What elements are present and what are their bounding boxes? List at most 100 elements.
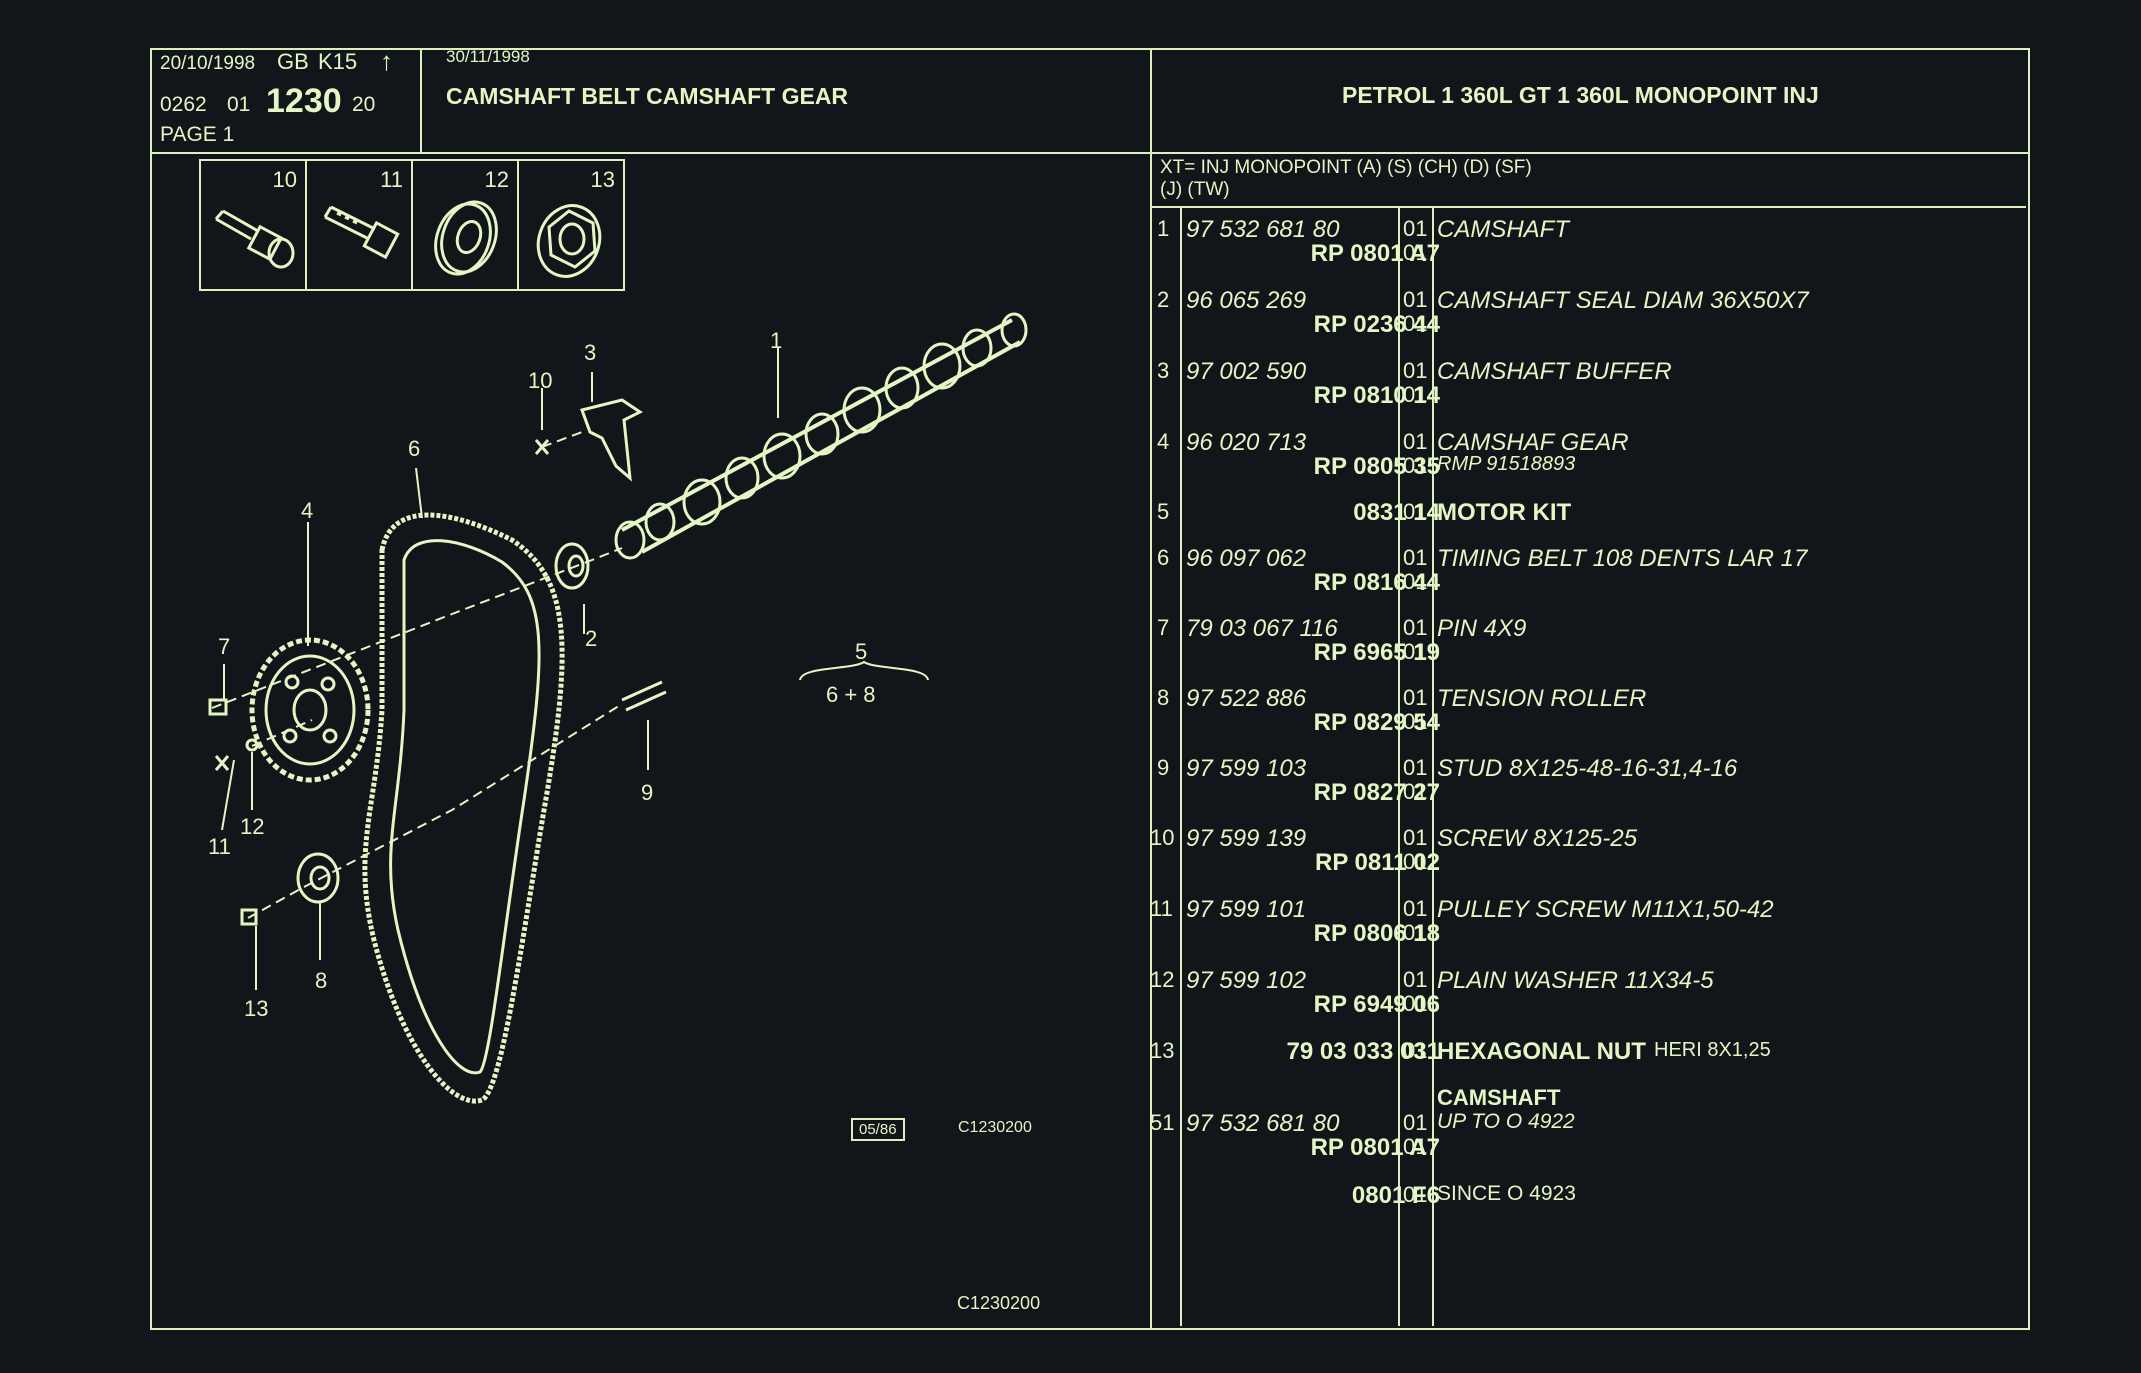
row-quantity-2: 01: [1403, 311, 1428, 336]
row-index: 2: [1157, 287, 1170, 312]
callout-leaders: [221, 348, 779, 990]
row-index: 13: [1150, 1038, 1175, 1063]
row-quantity: 01: [1403, 1038, 1428, 1063]
row-quantity-2: 01: [1403, 569, 1428, 594]
row-index: 6: [1157, 545, 1170, 570]
row-reference: 96 097 062: [1186, 545, 1307, 572]
parts-row: 10 97 599 139 RP 0811 02 01 01 SCREW 8X1…: [1150, 823, 2020, 891]
camshaft-seal-drawing: [554, 542, 590, 590]
header-left-divider: [420, 48, 422, 154]
row-quantity-2: 01: [1403, 639, 1428, 664]
row-rp-code: RP 0236 44: [1313, 311, 1440, 338]
row-description: TENSION ROLLER: [1437, 685, 1647, 712]
parts-row: 12 97 599 102 RP 6949 06 01 01 PLAIN WAS…: [1150, 965, 2020, 1033]
parts-row: 6 96 097 062 RP 0816 44 01 01 TIMING BEL…: [1150, 543, 2020, 611]
row-rp-code: RP 0816 44: [1313, 569, 1440, 596]
row-rp-code: RP 6949 06: [1313, 991, 1440, 1018]
row-description: UP TO O 4922: [1437, 1110, 1575, 1133]
row-quantity: 01: [1403, 685, 1428, 710]
up-arrow-icon: ↑: [380, 46, 393, 76]
row-quantity: 01: [1403, 216, 1428, 241]
parts-row: 11 97 599 101 RP 0806 18 01 01 PULLEY SC…: [1150, 894, 2020, 962]
row-description: PIN 4X9: [1437, 615, 1527, 642]
row-reference: 96 065 269: [1186, 287, 1307, 314]
tension-roller-drawing: [296, 852, 340, 904]
group-brace: [799, 660, 929, 681]
parts-row: 0801 F6 01 SINCE O 4923: [1150, 1180, 2020, 1248]
callout-6: 6: [408, 436, 421, 461]
callout-12: 12: [240, 814, 265, 839]
header-divider: [150, 152, 2028, 154]
parts-col2-divider: [1398, 206, 1400, 1326]
thumbnail-number: 11: [380, 167, 403, 192]
header-ref-c: 20: [352, 93, 376, 116]
row-description: HEXAGONAL NUT: [1437, 1038, 1646, 1065]
parts-col1-divider: [1180, 206, 1182, 1326]
row-description-2: RMP 91518893: [1437, 453, 1576, 475]
washer-icon: [434, 200, 498, 276]
screw-icon: [323, 205, 400, 260]
row-reference: 96 020 713: [1186, 429, 1307, 456]
washer-drawing: [245, 738, 259, 752]
thumbnail-number: 12: [484, 167, 509, 192]
row-reference: 97 002 590: [1186, 358, 1307, 385]
xt-note-line-2: (J) (TW): [1160, 179, 1230, 200]
row-description: SINCE O 4923: [1437, 1182, 1576, 1205]
row-quantity: 01: [1403, 545, 1428, 570]
header-code: K15: [318, 49, 358, 74]
row-index: 9: [1157, 755, 1170, 780]
row-reference: 79 03 067 116: [1186, 615, 1338, 642]
row-index: 1: [1157, 216, 1170, 241]
row-quantity: 01: [1403, 358, 1428, 383]
row-rp-code: RP 0801 A7: [1310, 1134, 1440, 1161]
parts-row: 2 96 065 269 RP 0236 44 01 01 CAMSHAFT S…: [1150, 285, 2020, 353]
row-description: STUD 8X125-48-16-31,4-16: [1437, 755, 1738, 782]
row-index: 11: [1150, 896, 1173, 921]
header-page: PAGE 1: [160, 123, 235, 146]
row-index: 4: [1157, 429, 1170, 454]
thumbnail-13: 13: [519, 161, 623, 289]
assembly-axis-lines: [211, 431, 623, 919]
row-description: SCREW 8X125-25: [1437, 825, 1638, 852]
row-rp-code: RP 0827 27: [1313, 779, 1440, 806]
parts-row: 51 97 532 681 80 RP 0801 A7 01 01 UP TO …: [1150, 1108, 2020, 1176]
row-reference: 97 522 886: [1186, 685, 1307, 712]
row-rp-code: RP 0806 18: [1313, 920, 1440, 947]
row-quantity: 01: [1403, 499, 1428, 524]
row-quantity: 01: [1403, 755, 1428, 780]
fastener-thumbnails: 10 11 12 13: [199, 159, 625, 291]
parts-row: 9 97 599 103 RP 0827 27 01 01 STUD 8X125…: [1150, 753, 2020, 821]
header-ref-main: 1230: [266, 82, 342, 120]
thumbnail-10: 10: [201, 161, 307, 289]
hex-nut-icon: [536, 204, 602, 278]
camshaft-gear-drawing: [249, 637, 371, 783]
row-quantity: 01: [1403, 1110, 1428, 1135]
callout-13: 13: [244, 996, 269, 1021]
callout-5: 5: [855, 639, 868, 664]
diagram-code-small: C1230200: [958, 1119, 1032, 1136]
row-quantity-2: 01: [1403, 240, 1428, 265]
callout-9: 9: [641, 780, 654, 805]
timing-belt-drawing: [362, 512, 565, 1104]
header-date: 20/10/1998: [160, 53, 256, 74]
row-index: 51: [1150, 1110, 1175, 1135]
parts-row: 5 0831 14 01 MOTOR KIT: [1150, 497, 2020, 565]
parts-col3-divider: [1432, 206, 1434, 1326]
row-description: CAMSHAFT SEAL DIAM 36X50X7: [1437, 287, 1809, 314]
row-rp-code: RP 0805 35: [1313, 453, 1440, 480]
row-description-2: HERI 8X1,25: [1654, 1039, 1771, 1061]
thumbnail-number: 10: [272, 167, 297, 192]
stud-drawing: [621, 680, 667, 712]
pin-drawing: [208, 698, 228, 716]
row-rp-code: RP 0801 A7: [1310, 240, 1440, 267]
parts-row: 13 79 03 033 031 01 HEXAGONAL NUT HERI 8…: [1150, 1036, 2020, 1104]
xt-note-line-1: XT= INJ MONOPOINT (A) (S) (CH) (D) (SF): [1160, 157, 1532, 178]
callout-7: 7: [218, 634, 231, 659]
thumbnail-12: 12: [413, 161, 519, 289]
row-rp-code: RP 0810 14: [1313, 382, 1440, 409]
callout-3: 3: [584, 340, 597, 365]
sheet-frame: [150, 48, 2030, 1330]
row-description: CAMSHAFT: [1437, 216, 1569, 243]
thumbnail-number: 13: [590, 167, 615, 192]
row-rp-code: RP 0829 54: [1313, 709, 1440, 736]
